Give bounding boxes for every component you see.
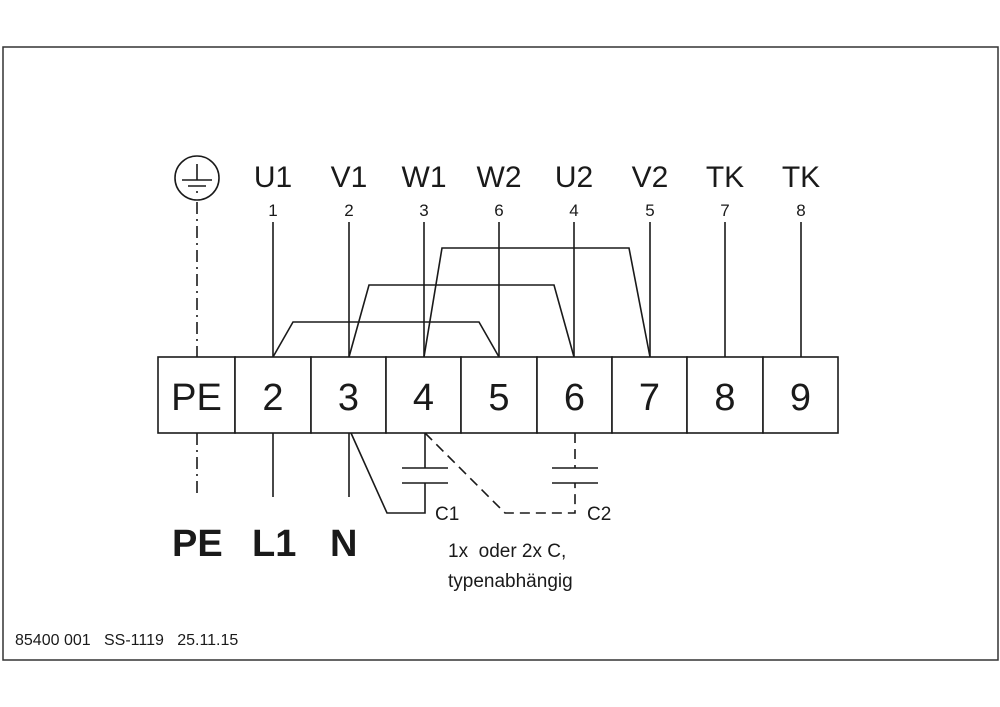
winding-label: V2 <box>632 161 669 194</box>
terminal-label: 2 <box>262 377 283 419</box>
earth-icon <box>174 155 220 201</box>
wire-number: 7 <box>720 201 729 220</box>
terminal-2: 2 <box>234 356 312 434</box>
terminal-label: 8 <box>714 377 735 419</box>
winding-label: W1 <box>402 161 447 194</box>
supply-n-label: N <box>330 523 357 565</box>
capacitor-c1 <box>350 432 448 514</box>
terminal-label: PE <box>171 377 222 419</box>
wire-number: 1 <box>268 201 277 220</box>
c2-label: C2 <box>587 504 611 525</box>
frame <box>2 46 999 661</box>
wire-number: 2 <box>344 201 353 220</box>
winding-label: U1 <box>254 161 292 194</box>
footer-ref: 85400 001 SS-1119 25.11.15 <box>15 632 238 649</box>
supply-pe-label: PE <box>172 523 223 565</box>
winding-label: TK <box>782 161 820 194</box>
terminal-7: 7 <box>611 356 688 434</box>
supply-l1-label: L1 <box>252 523 296 565</box>
bridge-u1-w2 <box>272 321 500 358</box>
wire-number: 8 <box>796 201 805 220</box>
winding-label: TK <box>706 161 744 194</box>
wire-number: 3 <box>419 201 428 220</box>
wire-number: 4 <box>569 201 578 220</box>
terminal-label: 6 <box>564 377 585 419</box>
wire-number: 5 <box>645 201 654 220</box>
terminal-5: 5 <box>460 356 538 434</box>
bridge-v1-u2 <box>348 284 575 358</box>
c1-label: C1 <box>435 504 459 525</box>
terminal-label: 9 <box>790 377 811 419</box>
capacitor-c2 <box>424 432 598 514</box>
terminal-label: 5 <box>488 377 509 419</box>
terminal-3: 3 <box>310 356 387 434</box>
bridge-w1-v2 <box>423 247 651 358</box>
terminal-label: 3 <box>338 377 359 419</box>
winding-label: V1 <box>331 161 368 194</box>
terminal-label: 4 <box>413 377 434 419</box>
wire-number: 6 <box>494 201 503 220</box>
terminal-4: 4 <box>385 356 462 434</box>
note-line1: 1x oder 2x C, <box>448 541 566 562</box>
terminal-9: 9 <box>762 356 839 434</box>
note-line2: typenabhängig <box>448 571 573 592</box>
winding-label: U2 <box>555 161 593 194</box>
winding-label: W2 <box>477 161 522 194</box>
terminal-6: 6 <box>536 356 613 434</box>
terminal-label: 7 <box>639 377 660 419</box>
terminal-PE: PE <box>157 356 236 434</box>
terminal-8: 8 <box>686 356 764 434</box>
